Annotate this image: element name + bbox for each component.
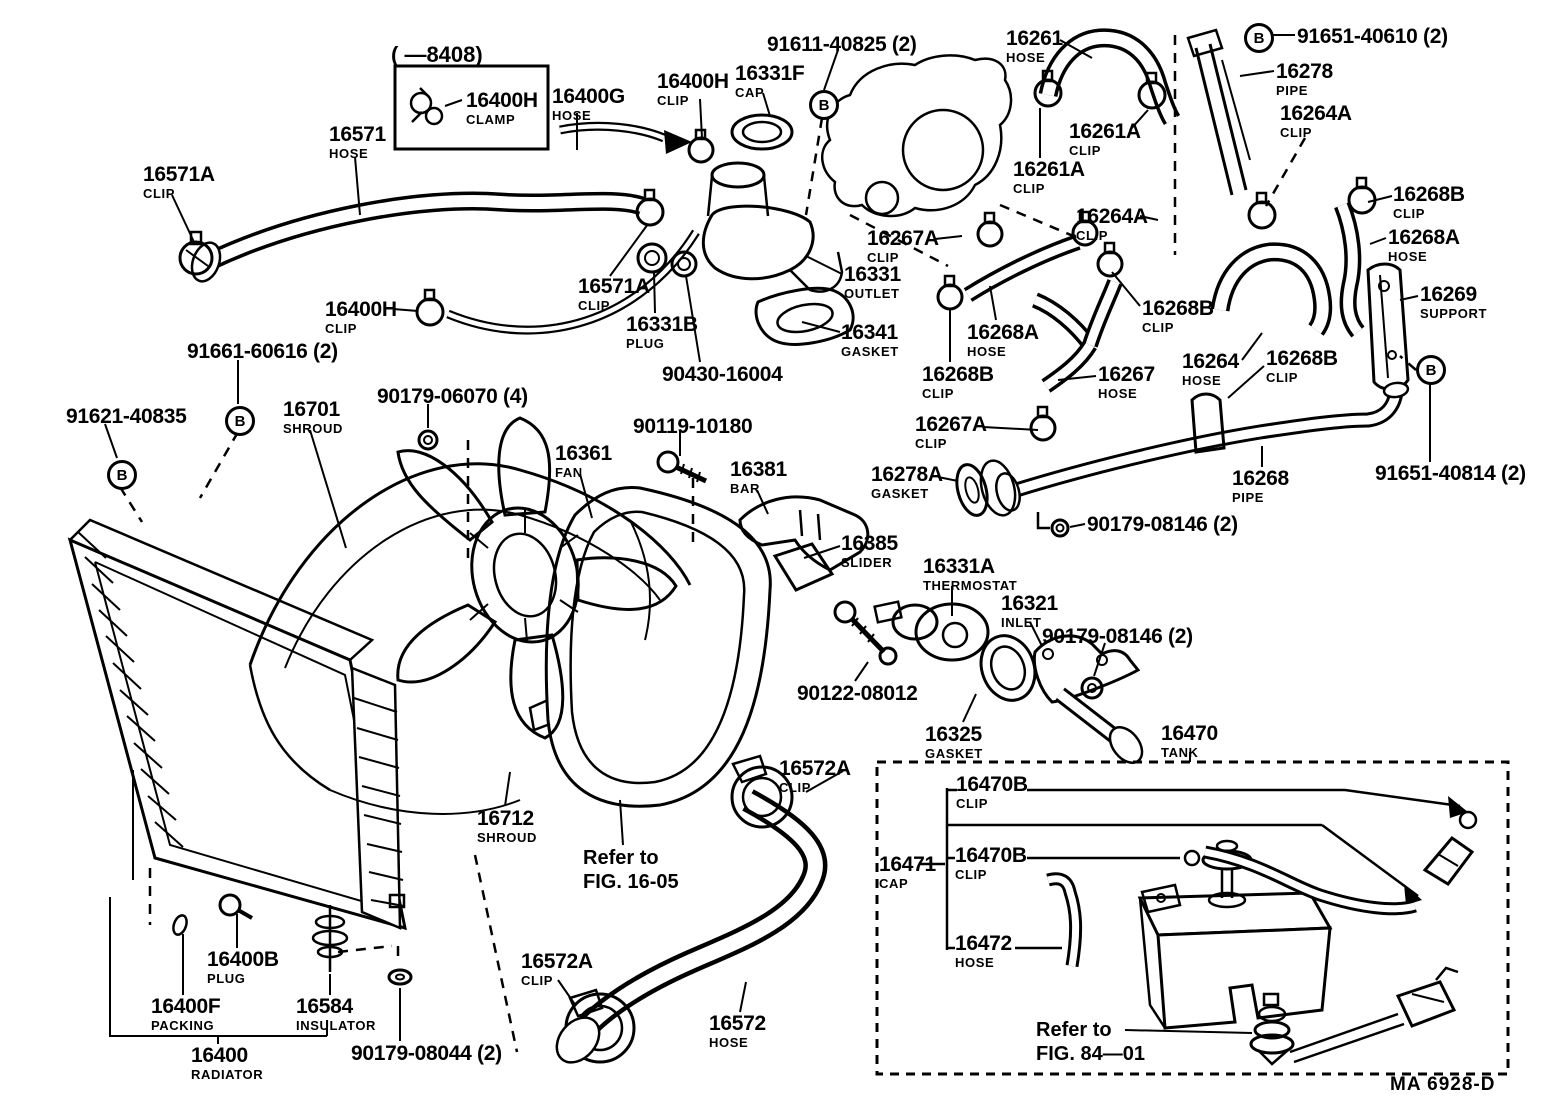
- part-label-90119-10180: 90119-10180: [633, 415, 753, 438]
- part-label-91651-40814: 91651-40814 (2): [1375, 462, 1526, 485]
- part-label-91611-40825: 91611-40825 (2): [767, 33, 917, 56]
- part-label-91651-40610: 91651-40610 (2): [1297, 25, 1448, 48]
- lower-shroud-drawing: [528, 485, 772, 808]
- hardware-glyphs: [172, 429, 708, 986]
- bolt-marker-b-4: B: [107, 460, 137, 490]
- clip-glyphs: [178, 69, 1377, 442]
- leader-lines: [104, 34, 1431, 1044]
- part-label-90179-08044: 90179-08044 (2): [351, 1042, 502, 1065]
- production-note: ( —8408): [391, 42, 483, 67]
- part-label-90179-08146-a: 90179-08146 (2): [1042, 625, 1193, 648]
- lower-hose-drawing: [555, 754, 828, 1064]
- upper-hoses-drawing: [190, 121, 700, 335]
- fan-shroud-drawing: [248, 462, 692, 815]
- clamp-inset-box: [393, 64, 550, 151]
- bar-slider-drawing: [738, 495, 898, 666]
- part-label-91621-40835: 91621-40835: [66, 405, 187, 428]
- bolt-marker-b-5: B: [1416, 355, 1446, 385]
- fan-drawing: [396, 416, 678, 740]
- part-label-90122-08012: 90122-08012: [797, 682, 918, 705]
- water-pipe-drawing: [955, 381, 1410, 538]
- bolt-marker-b-2: B: [1244, 23, 1274, 53]
- part-label-91661-60616: 91661-60616 (2): [187, 340, 338, 363]
- engine-outline-drawing: [821, 54, 1013, 218]
- part-label-90179-06070: 90179-06070 (4): [377, 385, 528, 408]
- part-label-90179-08146-b: 90179-08146 (2): [1087, 513, 1238, 536]
- water-outlet-drawing: [636, 113, 855, 346]
- figure-code: MA 6928-D: [1390, 1074, 1496, 1095]
- bolt-marker-b-1: B: [809, 90, 839, 120]
- reserve-tank-drawing: [875, 760, 1510, 1076]
- radiator-drawing: [67, 518, 407, 931]
- part-label-90430-16004: 90430-16004: [662, 363, 783, 386]
- bolt-marker-b-3: B: [225, 406, 255, 436]
- dashed-lines: [118, 35, 1417, 1053]
